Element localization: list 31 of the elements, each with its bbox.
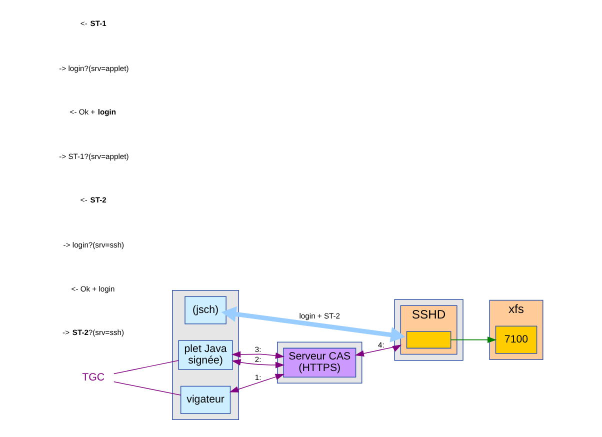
- connector: [114, 381, 182, 396]
- cluster: [394, 299, 464, 361]
- node-box: 7100: [495, 326, 538, 354]
- label: -> ST-1?(srv=applet): [59, 152, 129, 162]
- label: <- ST-2: [80, 196, 106, 205]
- arrow: [450, 336, 497, 344]
- label: <- ST-1: [80, 19, 106, 28]
- cluster: SSHD: [400, 305, 458, 355]
- node-box: Serveur CAS (HTTPS): [283, 348, 356, 378]
- edge-label: login + ST-2: [299, 312, 340, 321]
- node-text: TGC: [82, 372, 105, 384]
- arrow: [232, 359, 285, 368]
- arrow: [354, 344, 402, 357]
- edge-label: 3:: [254, 344, 262, 354]
- edge-label: 2:: [254, 354, 262, 364]
- edge-label: 4:: [378, 340, 384, 350]
- node-box: plet Java signée): [178, 340, 233, 370]
- node-box: vigateur: [180, 386, 231, 414]
- cluster: [277, 342, 362, 384]
- label: -> login?(srv=ssh): [63, 240, 124, 250]
- arrow: [229, 374, 285, 392]
- connector: [114, 360, 179, 374]
- arrow: [221, 306, 406, 342]
- label: -> login?(srv=applet): [59, 64, 129, 73]
- arrow: [231, 351, 285, 359]
- node-box: [406, 331, 452, 349]
- label: <- Ok + login: [70, 107, 116, 116]
- label: <- Ok + login: [71, 284, 115, 294]
- label: -> ST-2?(srv=ssh): [62, 328, 124, 337]
- node-box: (jsch): [184, 296, 226, 324]
- edge-label: 1:: [254, 373, 262, 382]
